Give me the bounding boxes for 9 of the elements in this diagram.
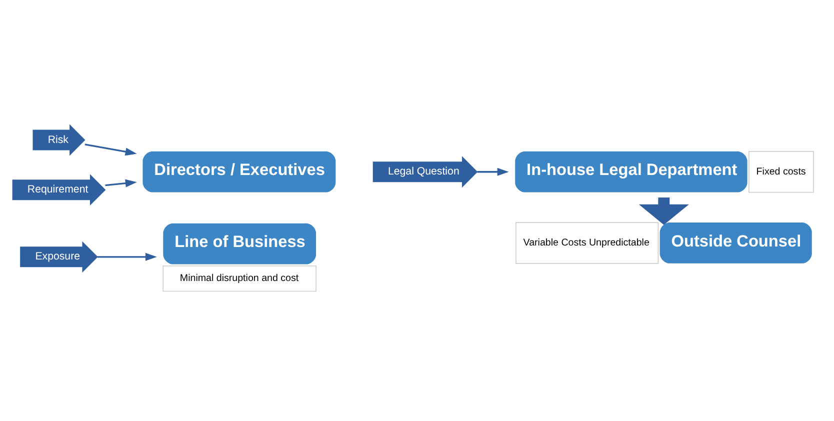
- arrow: [477, 168, 509, 176]
- arrow: [638, 198, 689, 225]
- node-box: Directors / Executives: [142, 151, 336, 192]
- arrow: [97, 252, 157, 261]
- arrow: [84, 144, 137, 156]
- node-label: Fixed costs: [756, 166, 806, 178]
- node-label: Minimal disruption and cost: [180, 273, 299, 284]
- node-label: Variable Costs Unpredictable: [523, 238, 650, 249]
- arrow: [105, 179, 137, 188]
